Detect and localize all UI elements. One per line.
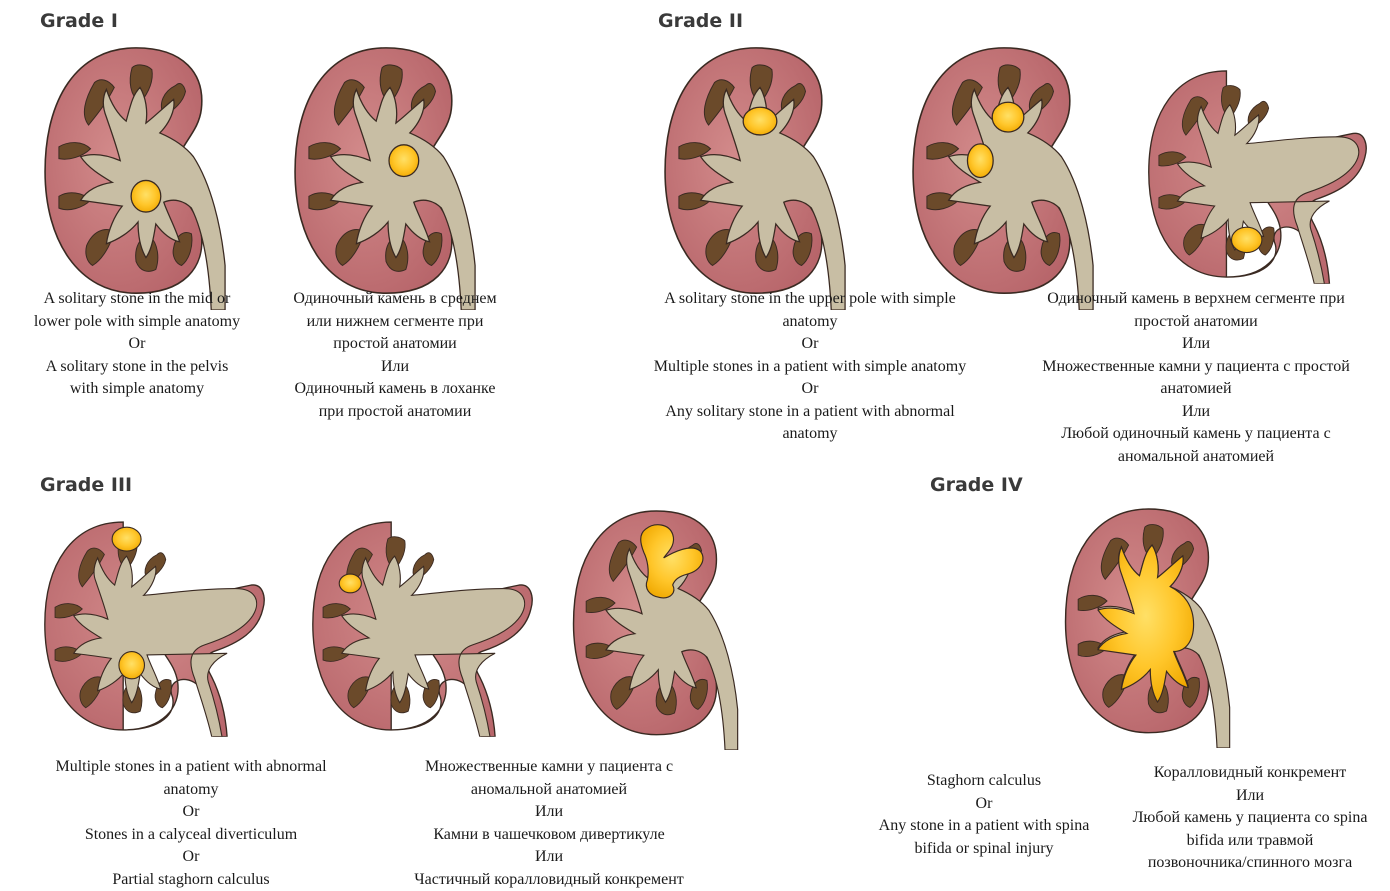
kidney-grade3-c	[558, 502, 764, 750]
kidney-grade2-a	[652, 38, 870, 310]
stone	[112, 527, 141, 551]
stone	[389, 145, 419, 177]
stone	[1232, 227, 1262, 252]
stone	[339, 574, 361, 593]
grade-4-title: Grade IV	[930, 474, 1023, 496]
stone	[743, 107, 777, 135]
kidney-grade2-c	[1142, 38, 1370, 310]
stone	[967, 144, 993, 178]
stone	[119, 652, 145, 679]
kidney-grade1-b	[282, 38, 500, 310]
kidney-grade3-a	[38, 502, 268, 750]
kidney-grade4	[1050, 500, 1256, 748]
stone	[992, 102, 1024, 132]
grade-3-caption-en: Multiple stones in a patient with abnorm…	[18, 756, 364, 891]
grade-2-title: Grade II	[658, 10, 743, 32]
grade-2-caption-en: A solitary stone in the upper pole with …	[598, 288, 1022, 446]
kidney-grade1-a	[32, 38, 250, 310]
grade-1-title: Grade I	[40, 10, 118, 32]
grade-3-title: Grade III	[40, 474, 132, 496]
kidney-grade3-b	[306, 502, 536, 750]
stone	[131, 180, 161, 212]
kidney-grade2-b	[900, 38, 1118, 310]
